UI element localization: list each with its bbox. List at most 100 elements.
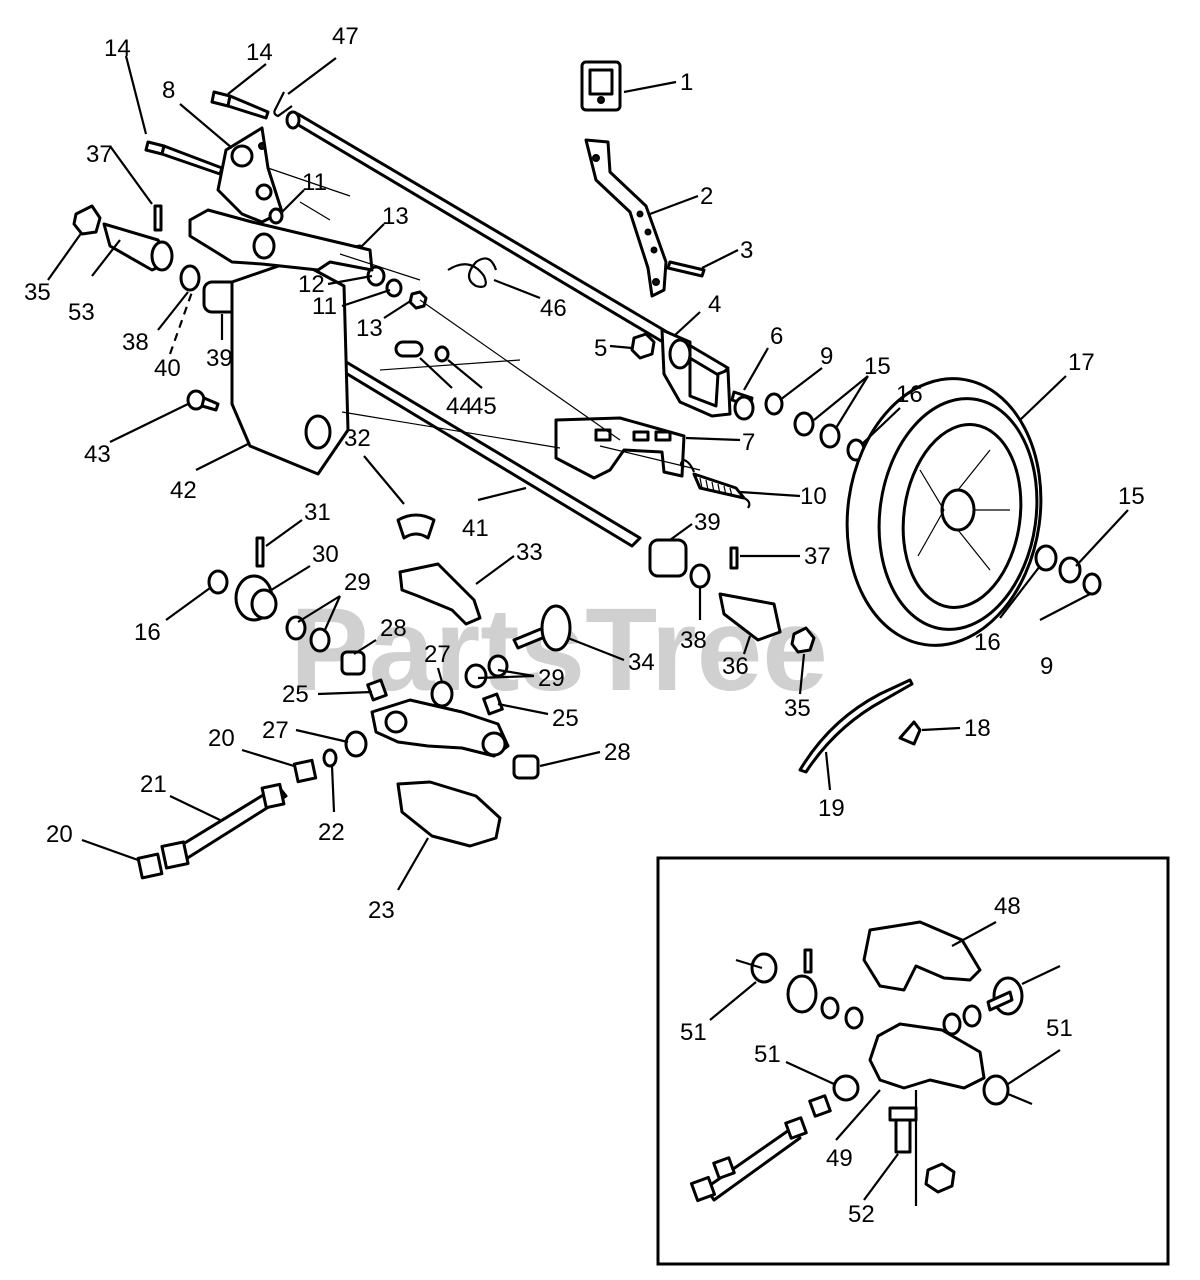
callout-22: 22 <box>318 819 345 846</box>
callout-36: 36 <box>722 653 749 680</box>
callout-6: 6 <box>770 323 783 350</box>
callout-13-lower: 13 <box>356 315 383 342</box>
frame-plate <box>188 208 374 272</box>
callout-42: 42 <box>170 477 197 504</box>
inset-leader-51b <box>785 1061 835 1085</box>
callout-2: 2 <box>700 183 713 210</box>
callout-7: 7 <box>742 429 755 456</box>
part-11-washer-b <box>385 278 403 298</box>
callout-5: 5 <box>594 335 607 362</box>
callout-4: 4 <box>708 291 721 318</box>
callout-16-left: 16 <box>134 619 161 646</box>
inset-frame <box>656 856 1170 1266</box>
callout-44: 44 <box>446 393 473 420</box>
part-1-knob <box>580 60 622 112</box>
callout-20-upper: 20 <box>208 725 235 752</box>
part-29-washer-c <box>464 663 488 689</box>
callout-39-left: 39 <box>206 345 233 372</box>
inset-leader-51c <box>1007 1049 1061 1085</box>
part-27-bearing-a <box>430 680 454 708</box>
callout-30: 30 <box>312 541 339 568</box>
callout-9-upper: 9 <box>820 343 833 370</box>
callout-16-right: 16 <box>974 629 1001 656</box>
callout-52: 52 <box>848 1201 875 1228</box>
part-37-pin-a <box>153 204 163 232</box>
callout-39-right: 39 <box>694 509 721 536</box>
callout-14-left: 14 <box>104 35 131 62</box>
part-19-cable <box>798 678 914 774</box>
callout-32: 32 <box>344 425 371 452</box>
callout-27-lower: 27 <box>262 717 289 744</box>
inset-square-nut-a <box>689 1175 717 1203</box>
part-48-housing-cover <box>862 920 982 992</box>
inset-washer-left <box>750 952 778 984</box>
callout-18: 18 <box>964 715 991 742</box>
callout-47: 47 <box>332 23 359 50</box>
part-25-set-screw-b <box>482 692 504 716</box>
part-14-bolt-b <box>210 90 270 120</box>
callout-3: 3 <box>740 237 753 264</box>
callout-38-right: 38 <box>680 627 707 654</box>
part-16-bushing-c <box>207 569 229 595</box>
inset-washer-c <box>942 1012 962 1036</box>
part-20-square-nut-b <box>136 852 164 880</box>
part-3-pin <box>666 260 706 278</box>
inset-shaft-right <box>986 990 1014 1012</box>
part-43-screw <box>186 389 220 412</box>
part-20-square-nut-a <box>292 758 318 784</box>
inset-assembly <box>689 920 1061 1206</box>
part-23-lower-housing <box>396 780 502 848</box>
callout-33: 33 <box>516 539 543 566</box>
callout-51-mid: 51 <box>754 1041 781 1068</box>
part-28-bushing-b <box>512 754 540 780</box>
part-29-washer-d <box>487 654 509 678</box>
inset-leader-51a <box>709 981 757 1021</box>
part-33-upper-housing <box>398 562 482 626</box>
part-18-clip <box>898 720 922 746</box>
part-17-wheel <box>845 377 1043 647</box>
callout-35-right: 35 <box>784 695 811 722</box>
part-38-washer-b <box>689 563 711 589</box>
part-30-pinion-gear <box>234 574 278 622</box>
callout-8: 8 <box>162 77 175 104</box>
part-42-cover-hole <box>304 414 332 450</box>
part-2-height-lever <box>584 138 668 298</box>
part-14-bolt-a <box>144 140 224 176</box>
part-51-washer-right <box>982 1074 1010 1106</box>
part-8-bracket-plate <box>216 126 284 224</box>
part-38-washer-a <box>179 264 201 292</box>
callout-11-upper: 11 <box>302 169 327 196</box>
part-9-washer-lower <box>1082 572 1102 596</box>
part-51-washer-left <box>832 1074 860 1102</box>
inset-washer-d <box>962 1004 982 1028</box>
callout-20-lower: 20 <box>46 821 73 848</box>
inset-washer-b <box>844 1006 864 1030</box>
callout-23: 23 <box>368 897 395 924</box>
part-29-washer-b <box>309 627 331 653</box>
part-44-pin <box>394 340 424 358</box>
frame-plate-hole <box>252 232 276 260</box>
callout-41: 41 <box>462 515 489 542</box>
part-49-gear-housing <box>868 1022 986 1090</box>
callout-15-lower: 15 <box>1118 483 1145 510</box>
part-36-pinion-sleeve <box>718 592 782 642</box>
inset-nut <box>924 1162 956 1194</box>
part-46-spring-clip <box>447 257 498 288</box>
part-9-washer-upper <box>764 392 784 416</box>
part-16-bushing-b <box>1034 544 1058 572</box>
part-10-spring <box>679 458 751 509</box>
callout-9-lower: 9 <box>1040 653 1053 680</box>
upper-axle-rod <box>285 110 730 378</box>
callout-45: 45 <box>470 393 497 420</box>
callout-19: 19 <box>818 795 845 822</box>
inset-axis-left <box>735 958 1033 1106</box>
part-27-bearing-b <box>344 730 368 758</box>
inset-square-nut-d <box>808 1094 832 1118</box>
part-15-washer-b <box>819 423 841 449</box>
inset-bolt-head <box>888 1106 918 1122</box>
callout-13-upper: 13 <box>382 203 409 230</box>
callout-49: 49 <box>826 1145 853 1172</box>
inset-square-nut-b <box>712 1156 736 1180</box>
inset-washer-a <box>820 996 840 1020</box>
